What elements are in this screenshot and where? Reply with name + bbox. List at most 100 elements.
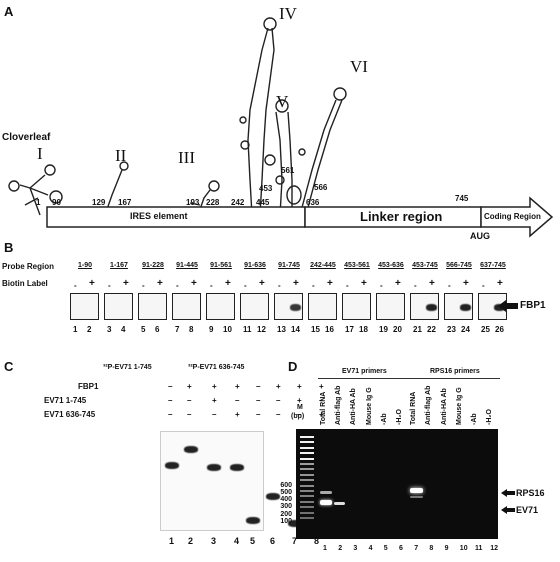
- c-sign: –: [256, 396, 261, 405]
- gel-box-91-228: [138, 293, 167, 320]
- lane-6: 6: [155, 325, 160, 334]
- ladder-band-6: [300, 468, 314, 471]
- pos-445: 445: [256, 198, 270, 207]
- c-band-lane1: [165, 462, 179, 469]
- ladder-band-13: [300, 506, 314, 509]
- probe-91-745: 91-745: [278, 262, 300, 269]
- rps16-arrow-icon: [501, 489, 515, 497]
- fbp1-label-b: FBP1: [520, 300, 546, 311]
- marker-label: M: [297, 404, 303, 411]
- d-col-6: -H₂O: [396, 409, 403, 425]
- fbp1-band: [460, 304, 471, 311]
- c-sign: –: [276, 396, 281, 405]
- rps16-primers-line: [406, 378, 500, 379]
- d-lane-9: 9: [444, 545, 449, 552]
- c-sign: –: [319, 396, 324, 405]
- biotin-plus-453-561: +: [361, 278, 367, 289]
- ladder-label-500: 500: [280, 489, 292, 496]
- gel-box-1-167: [104, 293, 133, 320]
- c-sign: –: [168, 410, 173, 419]
- ev71-band-lane1: [320, 500, 332, 505]
- biotin-minus-453-636: -: [380, 281, 383, 290]
- probe-91-636: 91-636: [244, 262, 266, 269]
- gel-c: [160, 431, 264, 531]
- c-band-lane4: [230, 464, 244, 471]
- domain-iv-structure: [239, 17, 285, 216]
- fbp1-arrow-icon: [498, 300, 518, 312]
- probe-453-636: 453-636: [378, 262, 404, 269]
- probe-region-label: Probe Region: [2, 262, 55, 271]
- c-sign: –: [256, 382, 261, 391]
- ladder-band-8: [300, 479, 314, 482]
- lane-23: 23: [447, 325, 456, 334]
- c-sign: –: [235, 396, 240, 405]
- c-sign: +: [297, 382, 302, 391]
- gel-box-453-636: [376, 293, 405, 320]
- gel-box-91-745: [274, 293, 303, 320]
- lane-10: 10: [223, 325, 232, 334]
- c-sign: –: [168, 396, 173, 405]
- probe-453-561: 453-561: [344, 262, 370, 269]
- c-sign: +: [297, 396, 302, 405]
- lane-7: 7: [175, 325, 180, 334]
- d-lane-8: 8: [429, 545, 434, 552]
- probe-242-445: 242-445: [310, 262, 336, 269]
- biotin-minus-637-745: -: [482, 281, 485, 290]
- biotin-plus-91-745: +: [293, 278, 299, 289]
- c-sign: –: [276, 410, 281, 419]
- biotin-plus-242-445: +: [327, 278, 333, 289]
- d-col-8: Anti-flag Ab: [425, 385, 433, 425]
- c-sign: +: [235, 382, 240, 391]
- ladder-band-2: [300, 446, 314, 449]
- ev71-primers-line: [318, 378, 410, 379]
- biotin-plus-91-636: +: [259, 278, 265, 289]
- lane-15: 15: [311, 325, 320, 334]
- lane-11: 11: [243, 325, 252, 334]
- ev71-band-label: EV71: [516, 505, 539, 515]
- ladder-band-4: [300, 457, 314, 460]
- domain-i-label: I: [37, 144, 43, 163]
- d-lane-12: 12: [490, 545, 498, 552]
- lane-20: 20: [393, 325, 402, 334]
- biotin-plus-1-90: +: [89, 278, 95, 289]
- probe1-label: ³²P-EV71 1-745: [103, 364, 152, 371]
- coding-region-label: Coding Region: [484, 212, 541, 221]
- ladder-label-400: 400: [280, 496, 292, 503]
- lane-21: 21: [413, 325, 422, 334]
- probe-91-445: 91-445: [176, 262, 198, 269]
- rps16-band-lane7: [410, 488, 423, 493]
- cloverleaf-label: Cloverleaf: [2, 132, 51, 143]
- genome-arrow: [46, 196, 554, 238]
- c-band-lane5: [246, 517, 260, 524]
- c-sign: –: [297, 410, 302, 419]
- ires-element-label: IRES element: [130, 211, 188, 221]
- pos-745: 745: [455, 194, 469, 203]
- biotin-minus-91-636: -: [244, 281, 247, 290]
- panel-d-letter: D: [288, 359, 298, 374]
- d-col-12: -H₂O: [486, 409, 494, 425]
- ladder-band-3: [300, 452, 314, 455]
- aug-label: AUG: [470, 231, 490, 241]
- c-row-label-0: FBP1: [78, 382, 99, 391]
- c-lane-2: 2: [188, 536, 194, 546]
- lane-14: 14: [291, 325, 300, 334]
- probe-1-167: 1-167: [110, 262, 128, 269]
- probe-566-745: 566-745: [446, 262, 472, 269]
- c-sign: –: [187, 410, 192, 419]
- gel-box-453-561: [342, 293, 371, 320]
- d-col-9: Anti-HA Ab: [440, 388, 448, 425]
- pos-90: 90: [52, 198, 61, 207]
- c-lane-7: 7: [292, 536, 298, 546]
- gel-box-453-745: [410, 293, 439, 320]
- d-lane-7: 7: [414, 545, 419, 552]
- d-lane-5: 5: [383, 545, 388, 552]
- c-sign: +: [187, 382, 192, 391]
- domain-vi-label: VI: [350, 57, 368, 76]
- gel-box-91-636: [240, 293, 269, 320]
- lane-24: 24: [461, 325, 470, 334]
- ladder-band-12: [300, 500, 314, 503]
- c-sign: +: [276, 382, 281, 391]
- c-band-lane6: [266, 493, 280, 500]
- c-lane-1: 1: [169, 536, 175, 546]
- rps16-primers-label: RPS16 primers: [430, 368, 480, 375]
